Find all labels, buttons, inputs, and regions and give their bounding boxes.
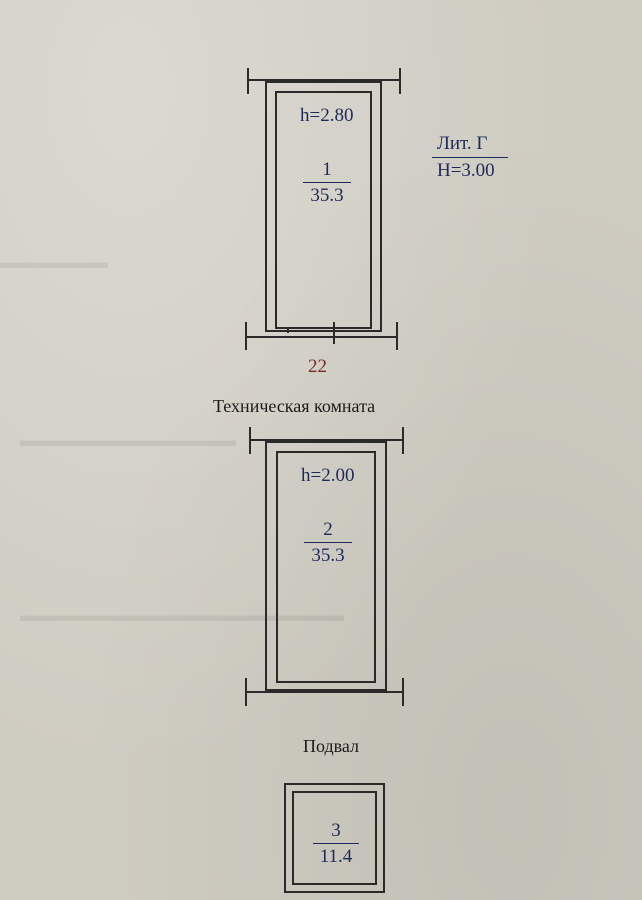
section-title-technical-room: Техническая комната [213,396,376,416]
room-1-area: 35.3 [303,182,351,205]
room-1-ceiling-height: h=2.80 [300,105,354,126]
room-2-walls [245,427,404,706]
room-3-walls [284,783,385,893]
building-height-label: H=3.00 [437,160,495,181]
room-1-number: 1 [322,159,332,180]
room-3-label: 3 11.4 [313,821,359,866]
room-1-label: 1 35.3 [303,160,351,205]
room-3-area: 11.4 [313,843,359,866]
bleed-through-text: ▬▬▬▬▬▬▬▬▬▬▬▬ [20,430,236,450]
room-3-number: 3 [331,820,341,841]
building-label-divider [432,157,508,158]
building-lit-label: Лит. Г [437,133,488,154]
room-2-number: 2 [323,519,333,540]
section-title-basement: Подвал [303,736,360,756]
bleed-through-text: ▬▬▬▬▬▬ [0,252,108,272]
bleed-through-text: ▬▬▬▬▬▬▬▬▬▬▬▬▬▬▬▬▬▬ [20,605,344,625]
room-2-area: 35.3 [304,542,352,565]
plan-marker-number: 22 [308,356,327,377]
room-2-label: 2 35.3 [304,520,352,565]
room-2-ceiling-height: h=2.00 [301,465,355,486]
room-1-walls [245,68,401,350]
